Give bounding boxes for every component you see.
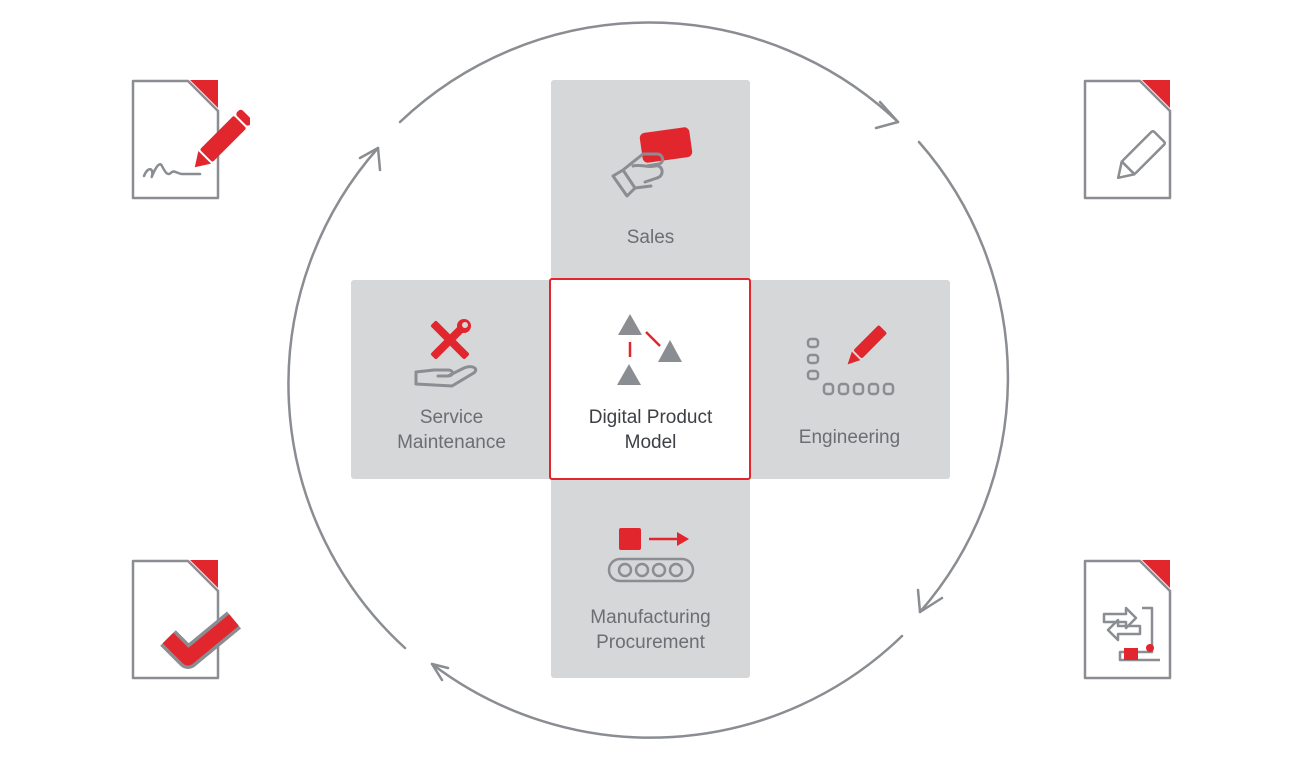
center-label-line1: Digital Product [588, 407, 713, 428]
center-label-line2: Model [624, 432, 677, 453]
service-label-line2: Maintenance [397, 432, 506, 453]
manufacturing-label-line1: Manufacturing [590, 607, 711, 628]
network-triangles-icon [617, 314, 682, 385]
sales-label: Sales [626, 227, 675, 248]
manufacturing-label-line2: Procurement [596, 632, 705, 653]
conveyor-belt-icon [607, 528, 695, 583]
document-check-icon [131, 559, 242, 680]
pencil-dots-icon [806, 325, 895, 396]
engineering-panel [749, 280, 950, 479]
document-signature-icon [131, 79, 250, 200]
service-maintenance-label: Service Maintenance [351, 405, 552, 455]
digital-product-model-label: Digital Product Model [551, 405, 750, 455]
digital-product-model-box [549, 278, 751, 480]
manufacturing-procurement-panel [551, 478, 750, 678]
manufacturing-procurement-label: Manufacturing Procurement [551, 605, 750, 655]
handshake-card-icon [611, 127, 693, 198]
service-label-line1: Service [419, 407, 484, 428]
engineering-label: Engineering [798, 427, 901, 448]
service-maintenance-panel [351, 280, 552, 479]
document-transfer-icon [1083, 559, 1172, 680]
document-pen-icon [1083, 79, 1172, 200]
tools-hand-icon [414, 319, 478, 388]
